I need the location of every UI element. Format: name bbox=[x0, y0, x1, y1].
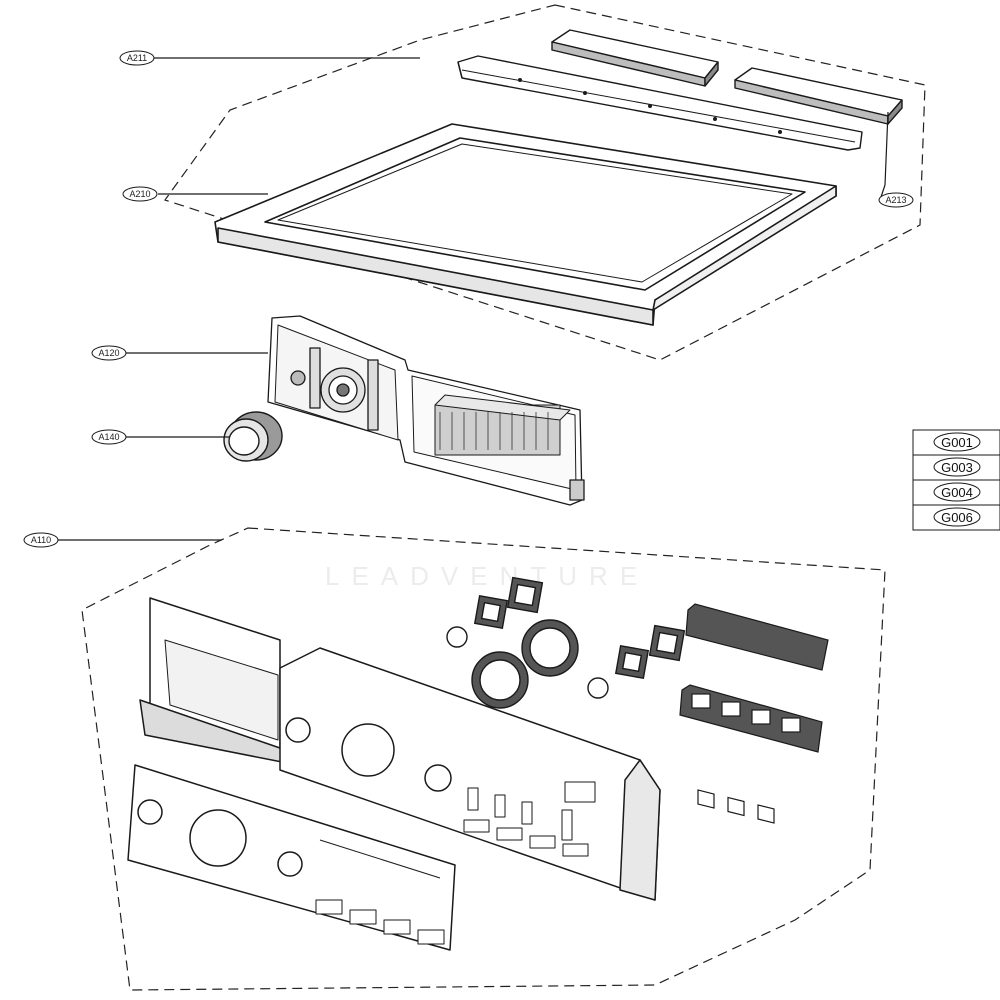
callout-a210: A210 bbox=[122, 186, 158, 202]
part-code-g006: G006 bbox=[912, 504, 1000, 531]
bracket-right bbox=[734, 67, 903, 125]
svg-text:G003: G003 bbox=[941, 460, 973, 475]
callout-a120: A120 bbox=[91, 345, 127, 361]
lower-group-outline bbox=[81, 527, 886, 991]
svg-text:A140: A140 bbox=[98, 432, 119, 442]
selector-bezels bbox=[473, 576, 686, 680]
pcb-assembly bbox=[267, 315, 585, 506]
button-strip-upper bbox=[685, 603, 829, 824]
watermark-text: LEADVENTURE bbox=[325, 561, 649, 591]
knob-rings bbox=[446, 619, 609, 709]
svg-text:G006: G006 bbox=[941, 510, 973, 525]
part-code-table: G001 G003 G004 G006 bbox=[912, 429, 1000, 531]
part-code-g003: G003 bbox=[912, 454, 1000, 481]
decor-panel bbox=[127, 764, 456, 951]
svg-text:G004: G004 bbox=[941, 485, 973, 500]
pcb-connectors bbox=[434, 394, 571, 456]
bracket-left bbox=[551, 29, 719, 87]
part-code-g004: G004 bbox=[912, 479, 1000, 506]
button-strip-lower bbox=[679, 684, 823, 753]
callout-a110: A110 bbox=[23, 532, 59, 548]
callout-a140: A140 bbox=[91, 429, 127, 445]
knob-part bbox=[223, 411, 283, 462]
control-panel-body bbox=[139, 597, 661, 901]
rail-holes bbox=[518, 78, 782, 134]
svg-text:A120: A120 bbox=[98, 348, 119, 358]
leader-lines bbox=[58, 57, 889, 541]
svg-text:A110: A110 bbox=[31, 535, 51, 545]
part-code-g001: G001 bbox=[912, 429, 1000, 456]
upper-group-outline bbox=[164, 4, 926, 361]
svg-text:A211: A211 bbox=[127, 53, 147, 63]
svg-text:G001: G001 bbox=[941, 435, 973, 450]
panel-button-grid bbox=[463, 781, 596, 857]
svg-text:A213: A213 bbox=[885, 195, 906, 205]
rear-bracket-rail bbox=[457, 55, 863, 151]
callout-a211: A211 bbox=[119, 50, 155, 66]
top-cover-frame bbox=[214, 123, 837, 326]
svg-text:A210: A210 bbox=[129, 189, 150, 199]
pcb-pins bbox=[439, 412, 549, 450]
callout-a213: A213 bbox=[878, 192, 914, 208]
